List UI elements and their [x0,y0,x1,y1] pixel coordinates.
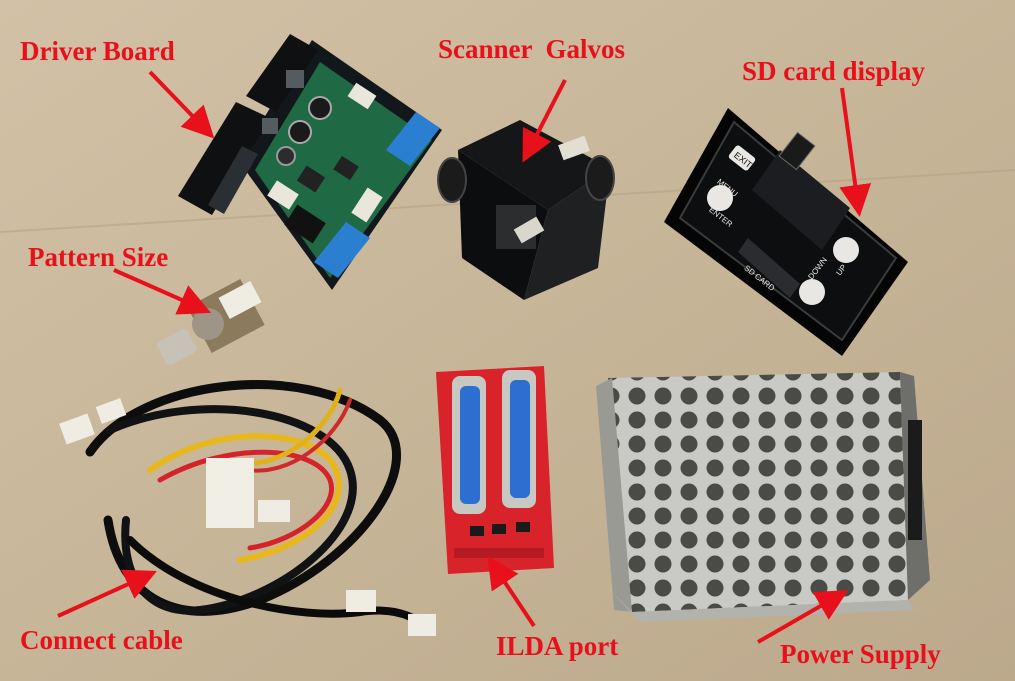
connect-cable-label: Connect cable [20,625,183,655]
power-supply-arrow [757,590,849,644]
pattern-size-label: Pattern Size [28,242,169,272]
ilda-port-arrow [487,556,536,628]
scanner-galvos-arrow [522,79,567,163]
driver-board [178,34,442,290]
sd-card-display: EXIT MENU ENTER UP DOWN SD CARD [664,108,908,356]
scanner-galvos-label: Scanner Galvos [438,34,626,64]
pattern-size-arrow [113,268,211,315]
scanner-galvos [437,120,615,300]
sd-card-display-label: SD card display [742,56,926,86]
ilda-port-board [436,366,554,574]
ilda-port-label: ILDA port [496,631,619,661]
power-supply-label: Power Supply [780,639,941,669]
driver-board-arrow [148,70,215,139]
sd-card-display-arrow [839,87,872,217]
power-supply [596,372,930,622]
connect-cable-arrow [57,569,157,618]
driver-board-label: Driver Board [20,36,175,66]
